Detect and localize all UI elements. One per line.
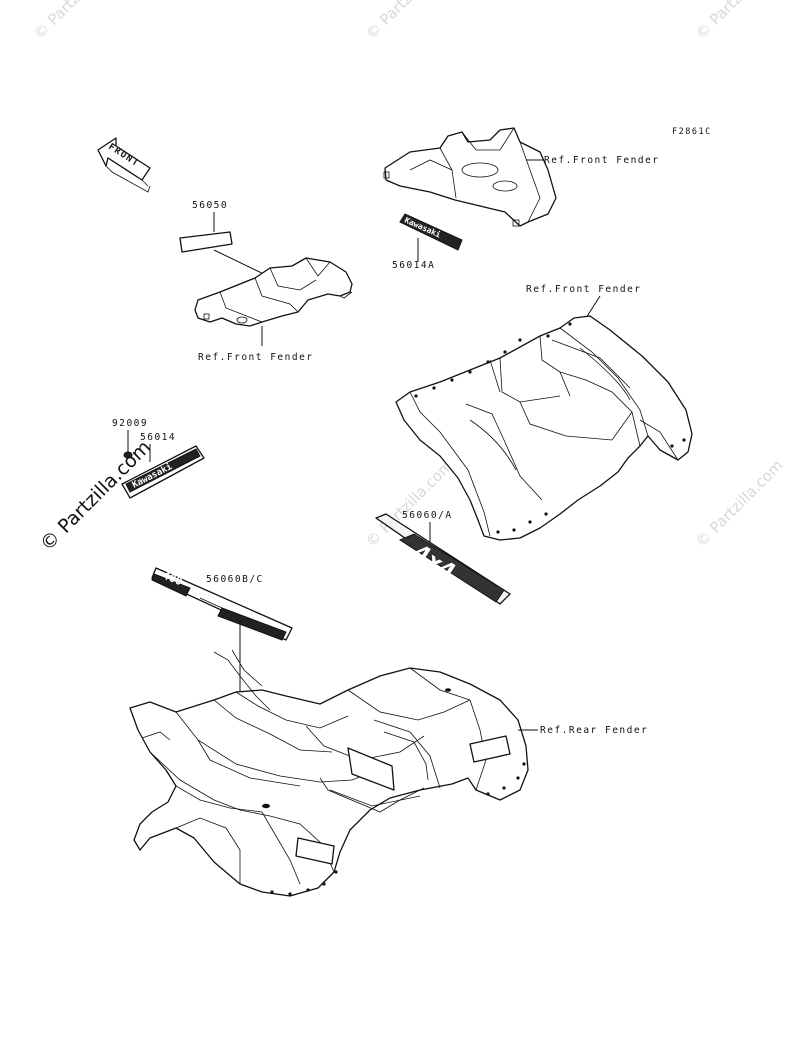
screw-92009 [123, 451, 133, 459]
kawasaki-decal-56014a: Kawasaki [399, 213, 463, 251]
part-number-56050: 56050 [192, 200, 228, 211]
label-ref-front-fender-top: Ref.Front Fender [544, 155, 660, 166]
part-number-56060-a: 56060/A [402, 510, 453, 521]
label-ref-rear-fender: Ref.Rear Fender [540, 725, 648, 736]
rear-fender-boxes [295, 735, 511, 865]
rear-fender [129, 649, 529, 897]
label-ref-front-fender-right: Ref.Front Fender [526, 284, 642, 295]
front-fender-cover-left [194, 257, 353, 327]
front-arrow-icon: FRONT [97, 137, 151, 193]
part-number-56014a: 56014A [392, 260, 435, 271]
front-cover-top [383, 127, 557, 227]
label-ref-front-fender-left: Ref.Front Fender [198, 352, 314, 363]
model-decal-56060bc: 400 [151, 567, 293, 641]
watermark-top-right: © Partzilla.com [692, 0, 787, 43]
front-fender-large [395, 315, 693, 541]
kawasaki-decal-text: Kawasaki [403, 215, 442, 240]
label-decal-56050 [179, 231, 233, 253]
watermark-top-left: © Partzilla.com [30, 0, 125, 43]
part-number-56014: 56014 [140, 432, 176, 443]
watermark-main: © Partzilla.com [36, 436, 155, 555]
rear-fender-holes [262, 688, 526, 896]
part-number-56060-b-c: 56060B/C [206, 574, 264, 585]
watermark-top-center: © Partzilla.com [362, 0, 457, 43]
watermark-mid-right: © Partzilla.com [692, 456, 787, 551]
figure-code: F2861C [672, 127, 712, 137]
part-number-92009: 92009 [112, 418, 148, 429]
front-fender-holes [414, 322, 686, 534]
